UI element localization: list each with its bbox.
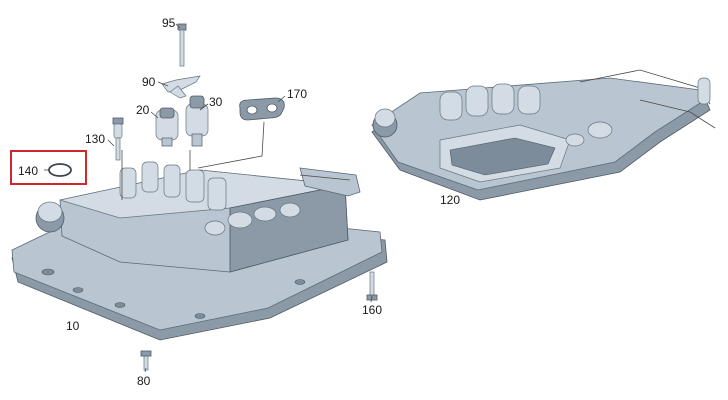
callout-20: 20 bbox=[136, 103, 150, 117]
callout-170: 170 bbox=[287, 87, 307, 101]
callout-95: 95 bbox=[162, 16, 176, 30]
part-10-valve-body bbox=[11, 161, 388, 341]
callout-90: 90 bbox=[142, 75, 156, 89]
part-80-bolt bbox=[140, 350, 152, 371]
callout-10: 10 bbox=[66, 319, 80, 333]
callout-130: 130 bbox=[85, 132, 105, 146]
part-20-sensor bbox=[155, 107, 179, 147]
callout-140: 140 bbox=[18, 164, 38, 178]
callout-160: 160 bbox=[362, 303, 382, 317]
part-120-upper-housing bbox=[371, 69, 716, 201]
highlight-box-140 bbox=[10, 150, 87, 185]
part-30-sensor bbox=[185, 95, 209, 147]
part-130-screw bbox=[112, 117, 124, 161]
callout-120: 120 bbox=[440, 193, 460, 207]
part-140-o-ring bbox=[48, 163, 72, 177]
part-170-gasket bbox=[239, 97, 285, 121]
callout-30: 30 bbox=[209, 95, 223, 109]
callout-80: 80 bbox=[137, 374, 151, 388]
part-90-clip bbox=[161, 75, 201, 99]
leader-lines bbox=[44, 23, 373, 373]
callout-labels: 95 90 20 30 170 130 140 10 80 160 120 bbox=[18, 16, 460, 388]
part-160-bolt bbox=[366, 271, 378, 301]
part-95-bolt bbox=[177, 23, 187, 67]
